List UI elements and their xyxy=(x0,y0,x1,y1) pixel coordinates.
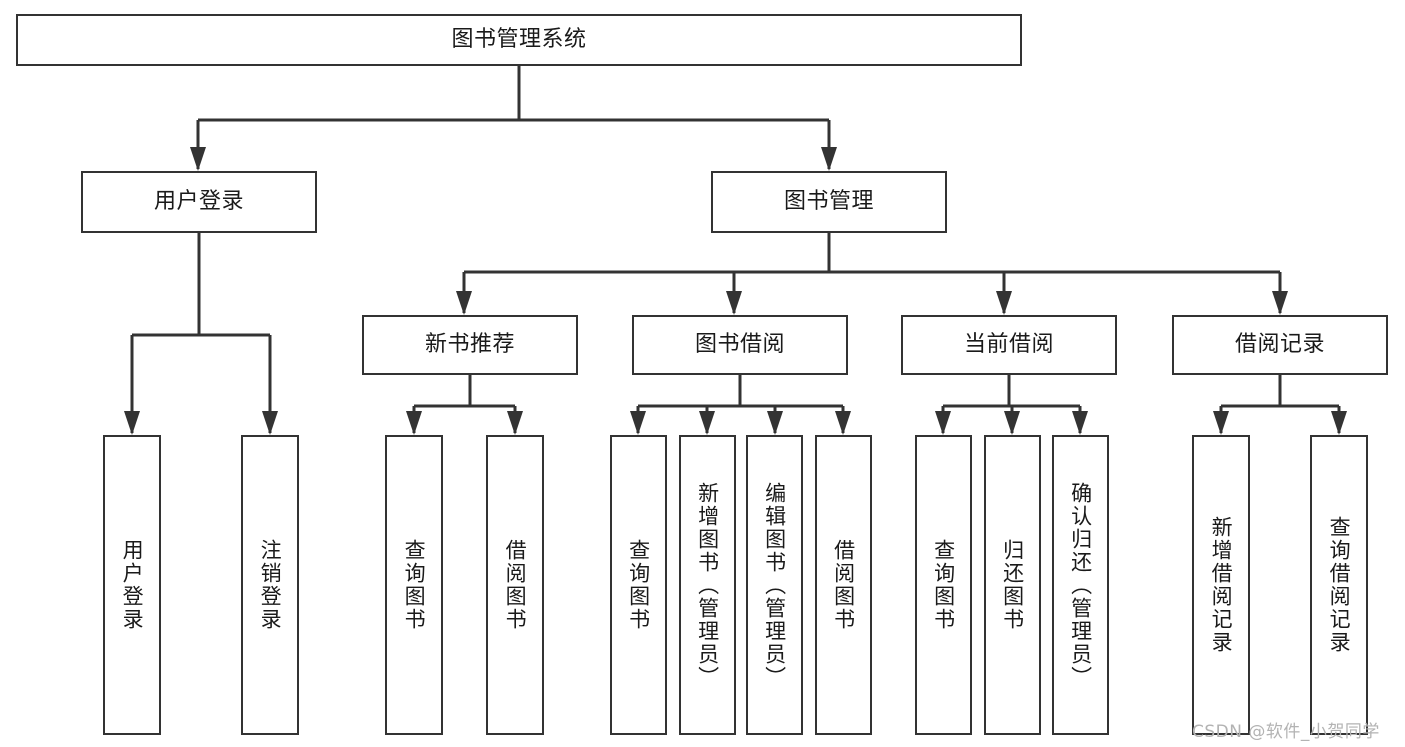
node-leaf-bor-4[interactable]: 借阅图书 xyxy=(815,435,872,735)
node-leaf-cur-2[interactable]: 归还图书 xyxy=(984,435,1041,735)
arrowhead-icon xyxy=(726,291,742,315)
node-label: 新书推荐 xyxy=(424,331,515,357)
node-label: 查询图书 xyxy=(626,539,651,631)
node-current[interactable]: 当前借阅 xyxy=(901,315,1117,375)
arrowhead-icon xyxy=(1331,411,1347,435)
node-leaf-bor-2[interactable]: 新增图书（管理员） xyxy=(679,435,736,735)
node-label: 新增借阅记录 xyxy=(1209,516,1234,654)
node-label: 新增图书（管理员） xyxy=(695,481,720,689)
node-bookmgmt[interactable]: 图书管理 xyxy=(711,171,947,233)
node-leaf-rec-1[interactable]: 新增借阅记录 xyxy=(1192,435,1250,735)
arrowhead-icon xyxy=(507,411,523,435)
node-label: 编辑图书（管理员） xyxy=(762,481,787,689)
node-leaf-cur-3[interactable]: 确认归还（管理员） xyxy=(1052,435,1109,735)
node-label: 借阅记录 xyxy=(1234,331,1325,357)
node-label: 借阅图书 xyxy=(503,539,528,631)
node-records[interactable]: 借阅记录 xyxy=(1172,315,1388,375)
node-newbook[interactable]: 新书推荐 xyxy=(362,315,578,375)
node-leaf-new-2[interactable]: 借阅图书 xyxy=(486,435,544,735)
arrowhead-icon xyxy=(406,411,422,435)
arrowhead-icon xyxy=(835,411,851,435)
arrowhead-icon xyxy=(1004,411,1020,435)
arrowhead-icon xyxy=(767,411,783,435)
arrowhead-icon xyxy=(190,147,206,171)
arrowhead-icon xyxy=(699,411,715,435)
node-login[interactable]: 用户登录 xyxy=(81,171,317,233)
arrowhead-icon xyxy=(821,147,837,171)
node-root[interactable]: 图书管理系统 xyxy=(16,14,1022,66)
node-leaf-login-2[interactable]: 注销登录 xyxy=(241,435,299,735)
node-label: 图书管理系统 xyxy=(451,26,587,52)
node-label: 用户登录 xyxy=(120,539,145,631)
node-label: 查询图书 xyxy=(402,539,427,631)
arrowhead-icon xyxy=(1213,411,1229,435)
node-label: 注销登录 xyxy=(258,539,283,631)
arrowhead-icon xyxy=(456,291,472,315)
node-label: 图书管理 xyxy=(783,188,874,214)
node-label: 用户登录 xyxy=(153,188,244,214)
arrowhead-icon xyxy=(1072,411,1088,435)
node-label: 图书借阅 xyxy=(694,331,785,357)
arrowhead-icon xyxy=(262,411,278,435)
arrowhead-icon xyxy=(1272,291,1288,315)
watermark: CSDN @软件_小贺同学 xyxy=(1192,722,1380,742)
node-label: 借阅图书 xyxy=(831,539,856,631)
arrowhead-icon xyxy=(124,411,140,435)
node-leaf-new-1[interactable]: 查询图书 xyxy=(385,435,443,735)
node-label: 归还图书 xyxy=(1000,539,1025,631)
node-leaf-cur-1[interactable]: 查询图书 xyxy=(915,435,972,735)
node-label: 查询借阅记录 xyxy=(1327,516,1352,654)
node-label: 确认归还（管理员） xyxy=(1068,481,1093,689)
node-leaf-rec-2[interactable]: 查询借阅记录 xyxy=(1310,435,1368,735)
node-leaf-bor-1[interactable]: 查询图书 xyxy=(610,435,667,735)
node-label: 当前借阅 xyxy=(963,331,1054,357)
arrowhead-icon xyxy=(996,291,1012,315)
node-label: 查询图书 xyxy=(931,539,956,631)
node-leaf-bor-3[interactable]: 编辑图书（管理员） xyxy=(746,435,803,735)
node-borrow[interactable]: 图书借阅 xyxy=(632,315,848,375)
arrowhead-icon xyxy=(630,411,646,435)
arrowhead-icon xyxy=(935,411,951,435)
node-leaf-login-1[interactable]: 用户登录 xyxy=(103,435,161,735)
